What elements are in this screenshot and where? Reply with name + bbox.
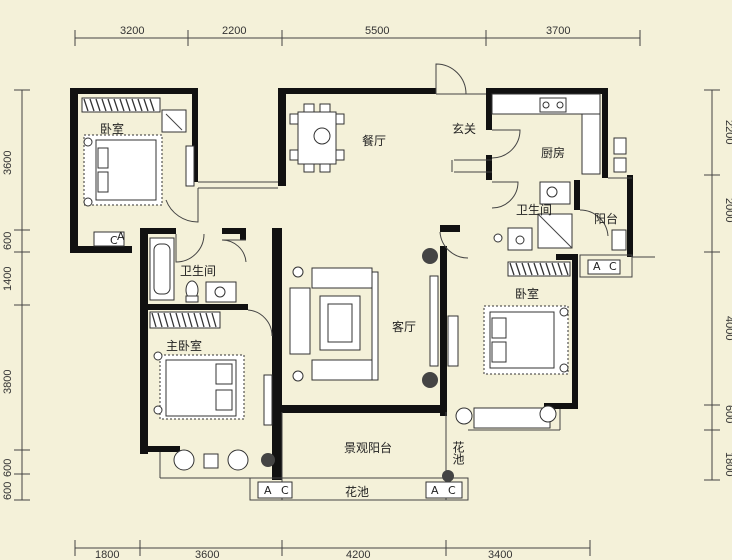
dim-top-1: 3200 bbox=[120, 25, 144, 37]
dim-top-3: 5500 bbox=[365, 25, 389, 37]
dining-furniture bbox=[289, 103, 345, 173]
label-entrance: 玄关 bbox=[452, 121, 476, 136]
ac-label-c-4: C bbox=[448, 484, 456, 497]
label-kitchen: 厨房 bbox=[541, 145, 565, 160]
bathroom-left-furniture bbox=[149, 237, 237, 303]
ac-label-c-1: C bbox=[110, 234, 118, 247]
dim-right-1: 2200 bbox=[723, 120, 732, 144]
dim-left-2: 600 bbox=[2, 232, 14, 250]
ac-box-bottom-left bbox=[257, 481, 293, 499]
ac-label-c-2: C bbox=[609, 260, 617, 273]
ac-label-a-4: A bbox=[431, 484, 439, 497]
label-landscape-balcony: 景观阳台 bbox=[344, 440, 392, 455]
ac-box-bottom-right bbox=[425, 481, 463, 499]
dim-left-3: 1400 bbox=[2, 267, 14, 291]
bathroom-right-furniture bbox=[493, 181, 573, 251]
dim-right-2: 2000 bbox=[723, 198, 732, 222]
dim-left-6: 600 bbox=[2, 482, 14, 500]
label-dining: 餐厅 bbox=[362, 133, 386, 148]
bedroom-top-left-furniture bbox=[81, 97, 195, 247]
ac-label-a-1: A bbox=[117, 230, 125, 243]
label-bathroom-left: 卫生间 bbox=[180, 264, 216, 278]
label-flower-bed-bottom: 花池 bbox=[345, 484, 369, 499]
balcony-right-items bbox=[587, 229, 627, 275]
label-bathroom-right: 卫生间 bbox=[516, 203, 552, 217]
label-flower-bed-side: 花池 bbox=[451, 440, 465, 465]
dim-bottom-4: 3400 bbox=[488, 549, 512, 560]
living-furniture bbox=[289, 248, 439, 388]
label-balcony-right: 阳台 bbox=[594, 211, 618, 226]
door-arcs bbox=[165, 63, 609, 337]
dim-left-4: 3800 bbox=[2, 370, 14, 394]
ac-label-c-3: C bbox=[281, 484, 289, 497]
dim-left-1: 3600 bbox=[2, 151, 14, 175]
label-master-bedroom: 主卧室 bbox=[166, 338, 202, 353]
label-bedroom-top-left: 卧室 bbox=[100, 121, 124, 136]
dim-top-4: 3700 bbox=[546, 25, 570, 37]
walls bbox=[70, 88, 633, 480]
master-bedroom-furniture bbox=[149, 311, 273, 471]
ac-label-a-3: A bbox=[264, 484, 272, 497]
kitchen-furniture bbox=[491, 93, 627, 175]
label-living: 客厅 bbox=[392, 319, 416, 334]
dim-right-4: 600 bbox=[723, 405, 732, 423]
ac-label-a-2: A bbox=[593, 260, 601, 273]
dim-top-2: 2200 bbox=[222, 25, 246, 37]
dim-bottom-3: 4200 bbox=[346, 549, 370, 560]
dim-right-3: 4000 bbox=[723, 316, 732, 340]
bedroom-right-furniture bbox=[447, 261, 571, 429]
dimension-lines bbox=[14, 30, 720, 556]
dim-bottom-1: 1800 bbox=[95, 549, 119, 560]
dim-bottom-2: 3600 bbox=[195, 549, 219, 560]
label-bedroom-right: 卧室 bbox=[515, 286, 539, 301]
dim-right-5: 1800 bbox=[723, 452, 732, 476]
dim-left-5: 600 bbox=[2, 459, 14, 477]
plant-icons bbox=[261, 453, 454, 482]
